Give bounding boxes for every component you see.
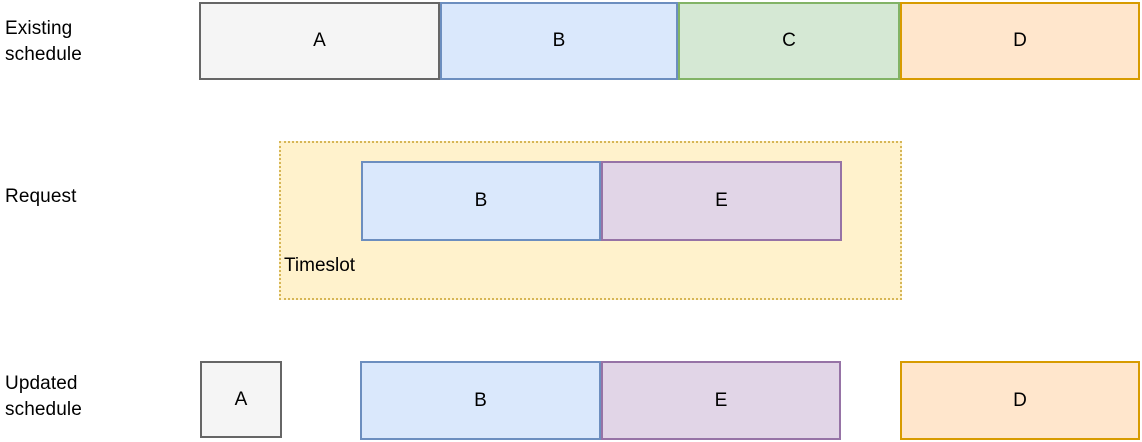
existing-block-d-label: D <box>1013 30 1027 51</box>
request-block-b-label: B <box>474 190 488 211</box>
request-block-e-label: E <box>715 190 728 211</box>
updated-block-e[interactable]: E <box>601 361 841 440</box>
updated-block-d-label: D <box>1013 389 1027 411</box>
existing-block-c-label: C <box>782 30 796 51</box>
updated-block-a-label: A <box>234 388 248 410</box>
updated-block-e-label: E <box>714 389 728 411</box>
row-label-request: Request <box>5 186 77 207</box>
existing-block-c[interactable]: C <box>678 2 900 80</box>
request-block-e[interactable]: E <box>601 161 842 241</box>
existing-block-a[interactable]: A <box>199 2 440 80</box>
request-block-b[interactable]: B <box>361 161 601 241</box>
existing-block-b[interactable]: B <box>440 2 678 80</box>
row-label-updated-schedule: Updated schedule <box>5 373 82 420</box>
existing-block-a-label: A <box>313 30 326 51</box>
timeslot-caption: Timeslot <box>284 255 356 276</box>
existing-block-b-label: B <box>552 30 566 51</box>
updated-block-b-label: B <box>474 389 487 411</box>
row-label-existing-schedule: Existing schedule <box>5 18 82 65</box>
existing-block-d[interactable]: D <box>900 2 1140 80</box>
updated-block-a[interactable]: A <box>200 361 282 438</box>
updated-block-b[interactable]: B <box>360 361 601 440</box>
updated-block-d[interactable]: D <box>900 361 1140 440</box>
